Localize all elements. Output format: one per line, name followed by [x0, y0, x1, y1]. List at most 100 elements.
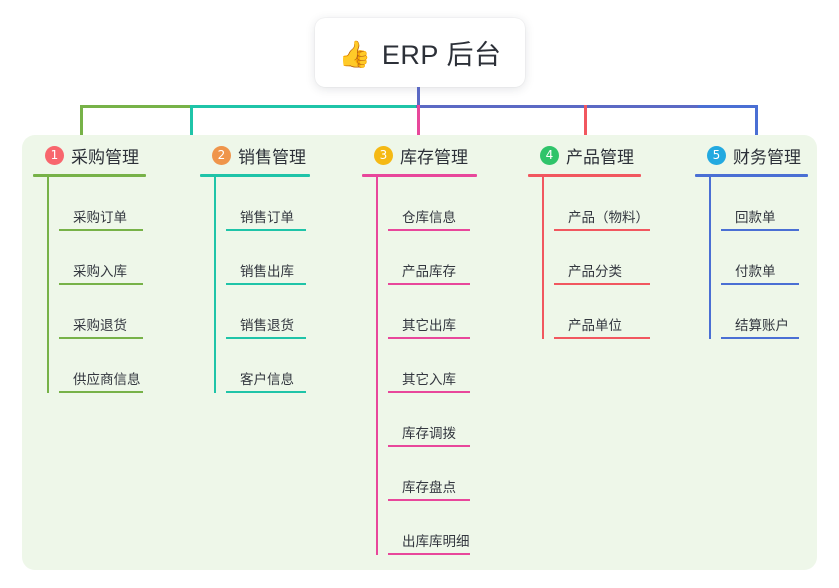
column-spine	[214, 177, 216, 393]
column-title: 产品管理	[566, 147, 634, 167]
leaf-item[interactable]: 产品库存	[388, 231, 477, 285]
column-header-3[interactable]: 3 库存管理	[362, 142, 477, 168]
leaf-item-rule	[388, 553, 470, 555]
leaf-item[interactable]: 回款单	[721, 177, 808, 231]
leaf-item-label: 结算账户	[735, 318, 789, 333]
leaf-item[interactable]: 采购订单	[59, 177, 146, 231]
leaf-item-rule	[554, 229, 650, 231]
column-title: 销售管理	[238, 147, 306, 167]
leaf-item-rule	[721, 283, 799, 285]
leaf-item-rule	[226, 391, 306, 393]
leaf-item-label: 产品（物料）	[568, 210, 649, 225]
leaf-item-label: 库存盘点	[402, 480, 456, 495]
drop-connector-4	[584, 105, 587, 143]
leaf-item[interactable]: 采购退货	[59, 285, 146, 339]
leaf-item-rule	[721, 229, 799, 231]
column-2: 2 销售管理销售订单销售出库销售退货客户信息	[200, 142, 310, 393]
bus-segment-green	[80, 105, 192, 108]
column-header-rule	[362, 174, 477, 177]
column-3: 3 库存管理仓库信息产品库存其它出库其它入库库存调拨库存盘点出库库明细	[362, 142, 477, 555]
drop-connector-3	[417, 105, 420, 143]
leaf-item[interactable]: 其它入库	[388, 339, 477, 393]
leaf-item[interactable]: 付款单	[721, 231, 808, 285]
leaf-item-rule	[226, 283, 306, 285]
column-header-rule	[200, 174, 310, 177]
leaf-item[interactable]: 产品单位	[554, 285, 650, 339]
leaf-item-label: 出库库明细	[402, 534, 470, 549]
leaf-item[interactable]: 出库库明细	[388, 501, 477, 555]
leaf-item-label: 销售出库	[240, 264, 294, 279]
column-title: 库存管理	[400, 147, 468, 167]
leaf-item-rule	[554, 283, 650, 285]
leaf-item-label: 采购入库	[73, 264, 127, 279]
column-title: 采购管理	[71, 147, 139, 167]
column-number-badge: 3	[374, 145, 393, 165]
column-number-badge: 1	[45, 145, 64, 165]
column-header-1[interactable]: 1 采购管理	[33, 142, 146, 168]
column-5: 5 财务管理回款单付款单结算账户	[695, 142, 808, 339]
leaf-item[interactable]: 库存盘点	[388, 447, 477, 501]
leaf-item-label: 产品分类	[568, 264, 622, 279]
column-spine	[47, 177, 49, 393]
leaf-item-rule	[388, 229, 470, 231]
leaf-item[interactable]: 销售出库	[226, 231, 310, 285]
leaf-item[interactable]: 客户信息	[226, 339, 310, 393]
leaf-item[interactable]: 结算账户	[721, 285, 808, 339]
leaf-item-rule	[388, 445, 470, 447]
column-header-5[interactable]: 5 财务管理	[695, 142, 808, 168]
leaf-item-rule	[388, 499, 470, 501]
leaf-item-rule	[226, 229, 306, 231]
leaf-item[interactable]: 仓库信息	[388, 177, 477, 231]
bus-segment-blue	[416, 105, 700, 108]
column-items-4: 产品（物料） 产品分类产品单位	[542, 177, 650, 339]
leaf-item-label: 采购订单	[73, 210, 127, 225]
column-header-4[interactable]: 4 产品管理	[528, 142, 649, 168]
leaf-item-label: 产品库存	[402, 264, 456, 279]
drop-connector-2	[190, 105, 193, 143]
column-number-badge: 2	[212, 145, 231, 165]
column-items-5: 回款单付款单结算账户	[709, 177, 808, 339]
leaf-item[interactable]: 库存调拨	[388, 393, 477, 447]
diagram-panel	[22, 135, 817, 570]
leaf-item-label: 采购退货	[73, 318, 127, 333]
leaf-item-rule	[59, 337, 143, 339]
column-spine	[376, 177, 378, 555]
column-number-badge: 5	[707, 145, 726, 165]
leaf-item-label: 供应商信息	[73, 372, 141, 387]
column-4: 4 产品管理产品（物料） 产品分类产品单位	[528, 142, 650, 339]
leaf-item[interactable]: 产品（物料）	[554, 177, 650, 231]
leaf-item-label: 客户信息	[240, 372, 294, 387]
leaf-item[interactable]: 产品分类	[554, 231, 650, 285]
leaf-item-label: 回款单	[735, 210, 776, 225]
column-header-2[interactable]: 2 销售管理	[200, 142, 310, 168]
column-1: 1 采购管理采购订单采购入库采购退货供应商信息	[33, 142, 146, 393]
column-header-rule	[528, 174, 641, 177]
leaf-item-rule	[59, 283, 143, 285]
column-header-rule	[33, 174, 146, 177]
leaf-item-label: 其它出库	[402, 318, 456, 333]
leaf-item-rule	[721, 337, 799, 339]
root-node-card[interactable]: 👍 ERP 后台	[315, 18, 525, 87]
leaf-item-rule	[59, 229, 143, 231]
leaf-item-label: 付款单	[735, 264, 776, 279]
leaf-item[interactable]: 供应商信息	[59, 339, 146, 393]
leaf-item[interactable]: 采购入库	[59, 231, 146, 285]
leaf-item-rule	[226, 337, 306, 339]
column-number-badge: 4	[540, 145, 559, 165]
leaf-item-rule	[59, 391, 143, 393]
leaf-item-rule	[388, 283, 470, 285]
leaf-item[interactable]: 销售订单	[226, 177, 310, 231]
root-node-title: ERP 后台	[381, 40, 502, 70]
leaf-item-label: 产品单位	[568, 318, 622, 333]
leaf-item-label: 库存调拨	[402, 426, 456, 441]
bus-segment-blue-right	[698, 105, 758, 108]
column-title: 财务管理	[733, 147, 801, 167]
leaf-item[interactable]: 其它出库	[388, 285, 477, 339]
leaf-item-label: 销售订单	[240, 210, 294, 225]
drop-connector-1	[80, 105, 83, 143]
leaf-item-rule	[388, 337, 470, 339]
root-connector-vertical	[417, 87, 420, 107]
leaf-item[interactable]: 销售退货	[226, 285, 310, 339]
column-header-rule	[695, 174, 808, 177]
